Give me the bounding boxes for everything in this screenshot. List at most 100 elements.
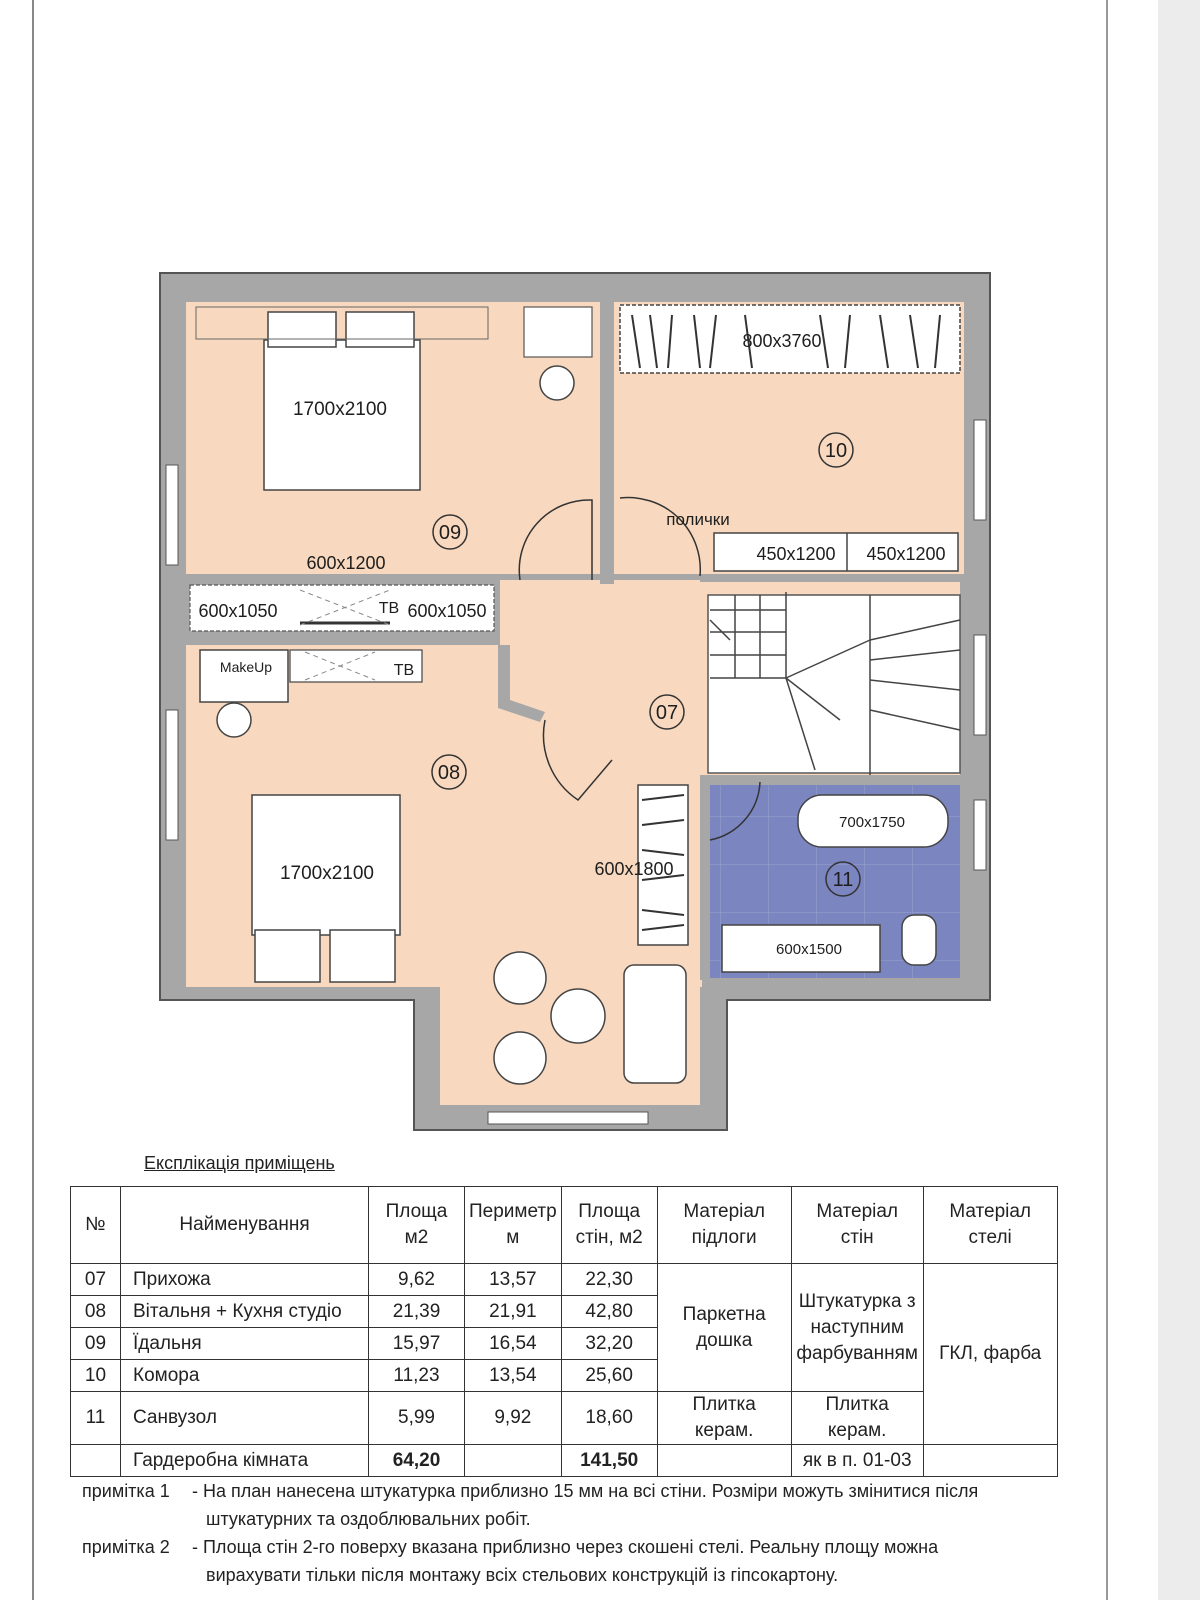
cell-num: 09: [70, 1327, 121, 1360]
tv-label-top: ТВ: [379, 600, 399, 617]
cell-wall-area: 32,20: [560, 1327, 658, 1360]
table-row: 08 Вітальня + Кухня студіо 21,39 21,91 4…: [70, 1295, 1058, 1328]
room-circle-11: [825, 861, 861, 897]
sofa: [623, 964, 687, 1084]
stair-steps: [709, 592, 961, 775]
cell-num: 11: [70, 1391, 121, 1445]
room-number-07: 07: [656, 702, 678, 724]
window: [973, 799, 987, 871]
cell-area-total: 64,20: [368, 1444, 465, 1477]
cell-perimeter: 21,91: [464, 1295, 562, 1328]
dim-bathtub: 700x1750: [839, 814, 905, 831]
room-circle-07: [649, 694, 685, 730]
room-number-09: 09: [439, 522, 461, 544]
tv-stand-08: [289, 649, 423, 683]
table-row: 10 Комора 11,23 13,54 25,60: [70, 1359, 1058, 1392]
cell-perimeter: 9,92: [464, 1391, 562, 1445]
cell-perimeter: 16,54: [464, 1327, 562, 1360]
cell-wall-area-total: 141,50: [560, 1444, 658, 1477]
headboard: [195, 306, 489, 340]
cell-area: 21,39: [368, 1295, 465, 1328]
stool: [216, 702, 252, 738]
header-name: Найменування: [120, 1186, 369, 1264]
window: [487, 1111, 649, 1125]
vanity: [721, 924, 881, 973]
toilet: [901, 914, 937, 966]
header-num: №: [70, 1186, 121, 1264]
cell-wall-last: як в п. 01-03: [790, 1444, 924, 1477]
wall-09-08: [186, 633, 498, 645]
note-2: примітка 2 - Площа стін 2-го поверху вка…: [82, 1533, 1082, 1589]
makeup-label: MakeUp: [220, 659, 272, 675]
wall-09-10: [600, 302, 614, 584]
side-margin-strip: [1158, 0, 1200, 1600]
dim-wardrobe-10: 800x3760: [742, 331, 821, 351]
room-number-10: 10: [825, 440, 847, 462]
cell-perimeter: 13,57: [464, 1263, 562, 1296]
dim-cabinet-right: 600x1050: [407, 601, 486, 621]
cell-ceiling: ГКЛ, фарба: [922, 1263, 1058, 1445]
dim-wardrobe-09: 600x1200: [306, 553, 385, 573]
pillow: [345, 311, 415, 348]
window: [973, 419, 987, 521]
cell-name: Їдальня: [120, 1327, 369, 1360]
door-10: [619, 496, 702, 577]
pillow: [267, 311, 337, 348]
cell-num: 10: [70, 1359, 121, 1392]
wardrobe-10: [619, 304, 961, 374]
bed-08: [251, 794, 401, 936]
pillow: [329, 929, 396, 983]
chair: [539, 365, 575, 401]
cell-area: 11,23: [368, 1359, 465, 1392]
room-circle-10: [818, 432, 854, 468]
cell-wall-area: 18,60: [560, 1391, 658, 1445]
staircase: [707, 594, 961, 774]
cell-name: Санвузол: [120, 1391, 369, 1445]
cell-name: Комора: [120, 1359, 369, 1392]
wall-stairs: [700, 574, 964, 582]
cell-ceiling-empty: [922, 1444, 1058, 1477]
explication-title: Експлікація приміщень: [144, 1153, 335, 1173]
note-label: примітка 2: [82, 1537, 170, 1557]
dim-bed-09: 1700x2100: [293, 399, 387, 420]
cell-num: 07: [70, 1263, 121, 1296]
cell-wall-area: 25,60: [560, 1359, 658, 1392]
note-label: примітка 1: [82, 1481, 170, 1501]
tv-cross: [299, 589, 391, 626]
armchair: [493, 951, 547, 1005]
makeup-table: [199, 649, 289, 703]
tv-label-bottom: ТВ: [394, 662, 414, 679]
dim-bed-08: 1700x2100: [280, 863, 374, 884]
dim-wardrobe-hall: 600x1800: [594, 859, 673, 879]
pillow: [254, 929, 321, 983]
cell-perimeter: 13,54: [464, 1359, 562, 1392]
cell-floor-empty: [656, 1444, 792, 1477]
table-row: Гардеробна кімната 64,20 141,50 як в п. …: [70, 1444, 1058, 1477]
window: [165, 464, 179, 566]
cell-wall-bath: Плитка керам.: [790, 1391, 924, 1445]
room-number-11: 11: [833, 869, 854, 891]
frame-line-left: [32, 0, 34, 1600]
dim-shelf-b: 450x1200: [866, 544, 945, 564]
room-circle-08: [431, 754, 467, 790]
cell-wall-area: 42,80: [560, 1295, 658, 1328]
cell-wall-area: 22,30: [560, 1263, 658, 1296]
coffee-table: [550, 988, 606, 1044]
wall-07-diag: [498, 645, 545, 722]
shelves-label: полички: [666, 510, 730, 529]
hangers-10: [631, 314, 941, 369]
desk: [523, 306, 593, 358]
cell-perimeter: [464, 1444, 562, 1477]
cell-num: [70, 1444, 121, 1477]
door-08: [542, 719, 613, 801]
